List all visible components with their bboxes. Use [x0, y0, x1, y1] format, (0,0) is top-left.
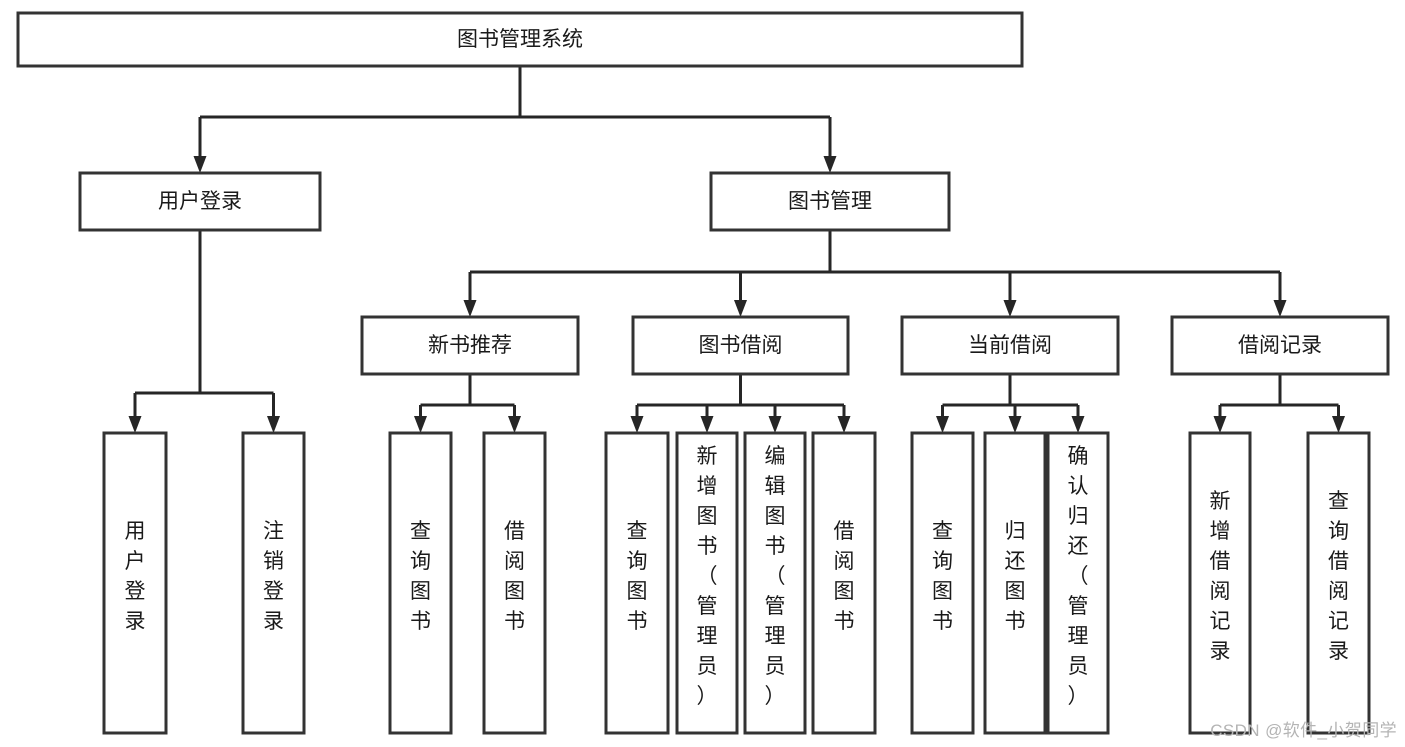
node-label: 查询图书 — [627, 520, 648, 633]
node-label: 图书管理 — [788, 190, 872, 213]
node-box — [709, 171, 951, 232]
node-label: 用户登录 — [158, 190, 242, 213]
node-user-login[interactable]: 用户登录 — [78, 171, 322, 232]
node-box — [388, 431, 453, 735]
node-borrow-record[interactable]: 借阅记录 — [1170, 315, 1390, 376]
node-label: 图书借阅 — [699, 334, 783, 357]
node-leaf-add-book-admin[interactable]: 新增图书（管理员） — [675, 431, 739, 735]
node-label: 注销登录 — [263, 520, 284, 633]
node-label: 归还图书 — [1005, 520, 1026, 633]
node-current-borrow[interactable]: 当前借阅 — [900, 315, 1120, 376]
node-leaf-add-borrow-record[interactable]: 新增借阅记录 — [1188, 431, 1252, 735]
node-box — [743, 431, 807, 735]
node-leaf-edit-book-admin[interactable]: 编辑图书（管理员） — [743, 431, 807, 735]
connector-arrowhead — [128, 416, 142, 433]
node-box — [241, 431, 306, 735]
connector-arrowhead — [734, 300, 747, 317]
node-label: 借阅图书 — [504, 520, 525, 633]
node-new-book-recommend[interactable]: 新书推荐 — [360, 315, 580, 376]
node-label: 借阅图书 — [834, 520, 855, 633]
node-box — [1046, 431, 1110, 735]
node-leaf-query-book-2[interactable]: 查询图书 — [604, 431, 670, 735]
node-leaf-borrow-book-2[interactable]: 借阅图书 — [811, 431, 877, 735]
connector-arrowhead — [463, 300, 477, 317]
connector-arrowhead — [1008, 416, 1022, 433]
node-box — [631, 315, 850, 376]
node-leaf-return-book[interactable]: 归还图书 — [983, 431, 1047, 735]
node-leaf-logout-login[interactable]: 注销登录 — [241, 431, 306, 735]
node-leaf-query-book-3[interactable]: 查询图书 — [910, 431, 975, 735]
node-book-borrow[interactable]: 图书借阅 — [631, 315, 850, 376]
node-label: 编辑图书（管理员） — [765, 445, 786, 708]
connector-arrowhead — [508, 416, 521, 433]
node-label: 查询图书 — [932, 520, 953, 633]
node-box — [983, 431, 1047, 735]
node-box — [604, 431, 670, 735]
node-box — [360, 315, 580, 376]
connector-arrowhead — [1213, 416, 1227, 433]
connector-arrowhead — [1332, 416, 1345, 433]
connector-arrowhead — [630, 416, 644, 433]
node-leaf-user-login[interactable]: 用户登录 — [102, 431, 168, 735]
node-box — [910, 431, 975, 735]
node-label: 查询借阅记录 — [1328, 490, 1349, 663]
node-label: 用户登录 — [125, 520, 146, 633]
node-label: 查询图书 — [410, 520, 431, 633]
connector-arrowhead — [1071, 416, 1085, 433]
node-label: 图书管理系统 — [457, 28, 583, 51]
node-root-book-management-system[interactable]: 图书管理系统 — [16, 11, 1024, 68]
node-box — [1170, 315, 1390, 376]
node-box — [16, 11, 1024, 68]
connector-arrowhead — [837, 416, 851, 433]
connector-arrowhead — [193, 156, 207, 173]
node-book-manage[interactable]: 图书管理 — [709, 171, 951, 232]
node-box — [675, 431, 739, 735]
node-box — [102, 431, 168, 735]
node-label: 新增图书（管理员） — [697, 445, 718, 708]
node-label: 借阅记录 — [1238, 334, 1322, 357]
node-leaf-query-borrow-record[interactable]: 查询借阅记录 — [1306, 431, 1371, 735]
node-box — [811, 431, 877, 735]
connector-layer — [128, 66, 1345, 433]
connector-arrowhead — [823, 156, 837, 173]
node-label: 新书推荐 — [428, 334, 512, 357]
node-box — [1188, 431, 1252, 735]
connector-arrowhead — [936, 416, 949, 433]
connector-arrowhead — [768, 416, 782, 433]
node-leaf-confirm-return-admin[interactable]: 确认归还（管理员） — [1046, 431, 1110, 735]
node-box — [482, 431, 547, 735]
node-layer: 图书管理系统用户登录图书管理新书推荐图书借阅当前借阅借阅记录用户登录注销登录查询… — [16, 11, 1390, 735]
node-box — [78, 171, 322, 232]
node-box — [1306, 431, 1371, 735]
node-label: 确认归还（管理员） — [1068, 445, 1089, 708]
node-label: 新增借阅记录 — [1210, 490, 1231, 663]
node-leaf-borrow-book-1[interactable]: 借阅图书 — [482, 431, 547, 735]
connector-arrowhead — [1003, 300, 1017, 317]
node-label: 当前借阅 — [968, 334, 1052, 357]
connector-arrowhead — [414, 416, 427, 433]
connector-arrowhead — [267, 416, 280, 433]
connector-arrowhead — [700, 416, 714, 433]
connector-arrowhead — [1273, 300, 1287, 317]
node-leaf-query-book-1[interactable]: 查询图书 — [388, 431, 453, 735]
node-box — [900, 315, 1120, 376]
